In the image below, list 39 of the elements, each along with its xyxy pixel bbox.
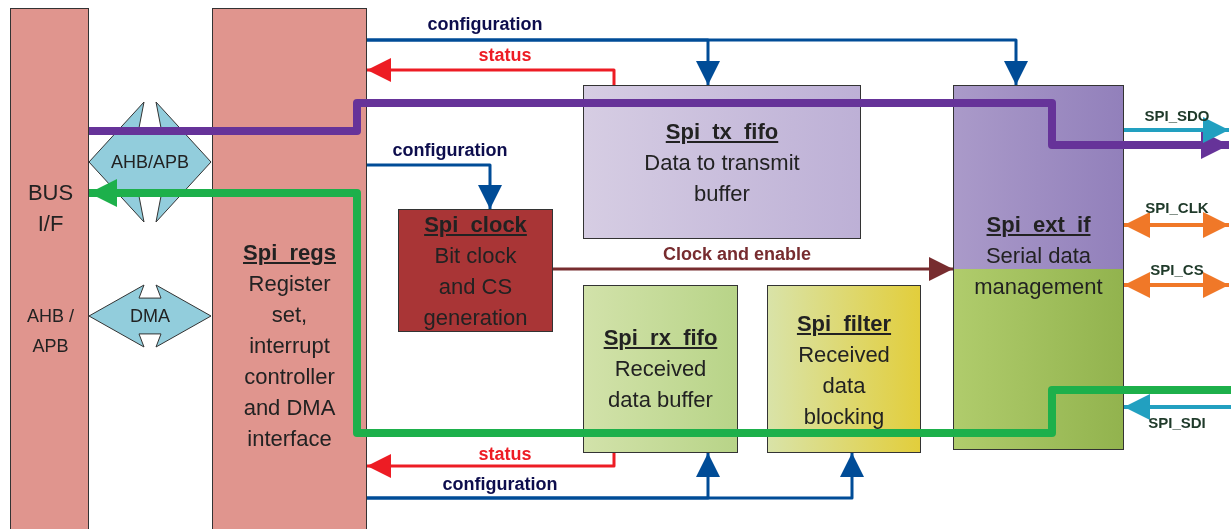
block-title: Spi_regs (242, 239, 337, 267)
data-path-arrow (89, 99, 1229, 159)
block-title: Spi_filter (795, 310, 893, 338)
module-block (953, 85, 1124, 450)
signal-arrow (1124, 272, 1229, 298)
block-description: Received data blocking (797, 341, 891, 431)
block-description: Bit clock and CS generation (422, 241, 529, 332)
data-path-arrow (89, 179, 1231, 437)
edge-label: SPI_CS (1149, 260, 1205, 280)
module-block (767, 285, 921, 453)
block-title: Spi_clock (423, 210, 528, 239)
signal-arrow (1124, 117, 1229, 143)
bus-interface-bar (10, 8, 89, 529)
block-description: Data to transmit buffer (643, 149, 801, 208)
block-title: Spi_tx_fifo (664, 118, 780, 146)
module-block (583, 85, 861, 239)
signal-arrow (1124, 394, 1231, 420)
block-description: Register set, interrupt controller and DMA interface (242, 270, 337, 453)
arrow (367, 453, 616, 478)
block-description: Serial data management (973, 242, 1104, 301)
arrow (367, 58, 616, 85)
edge-label: SPI_SDO (1143, 106, 1211, 126)
edge-label: SPI_CLK (1144, 198, 1210, 218)
module-block (212, 8, 367, 529)
bus-label: AHB / APB (26, 305, 75, 358)
block-description: Received data buffer (607, 355, 714, 414)
arrow (367, 453, 864, 500)
block-title: Spi_ext_if (985, 211, 1092, 239)
signal-arrow (1124, 212, 1229, 238)
arrow (553, 257, 953, 281)
bus-label: BUS I/F (26, 179, 75, 238)
block-title: Spi_rx_fifo (602, 324, 719, 352)
arrow (367, 163, 502, 209)
module-block (583, 285, 738, 453)
arrow (367, 38, 1028, 85)
module-block (398, 209, 553, 332)
bus-label: AHB/APB (111, 150, 189, 174)
edge-label: SPI_SDI (1147, 413, 1207, 433)
bus-label: DMA (130, 304, 170, 328)
